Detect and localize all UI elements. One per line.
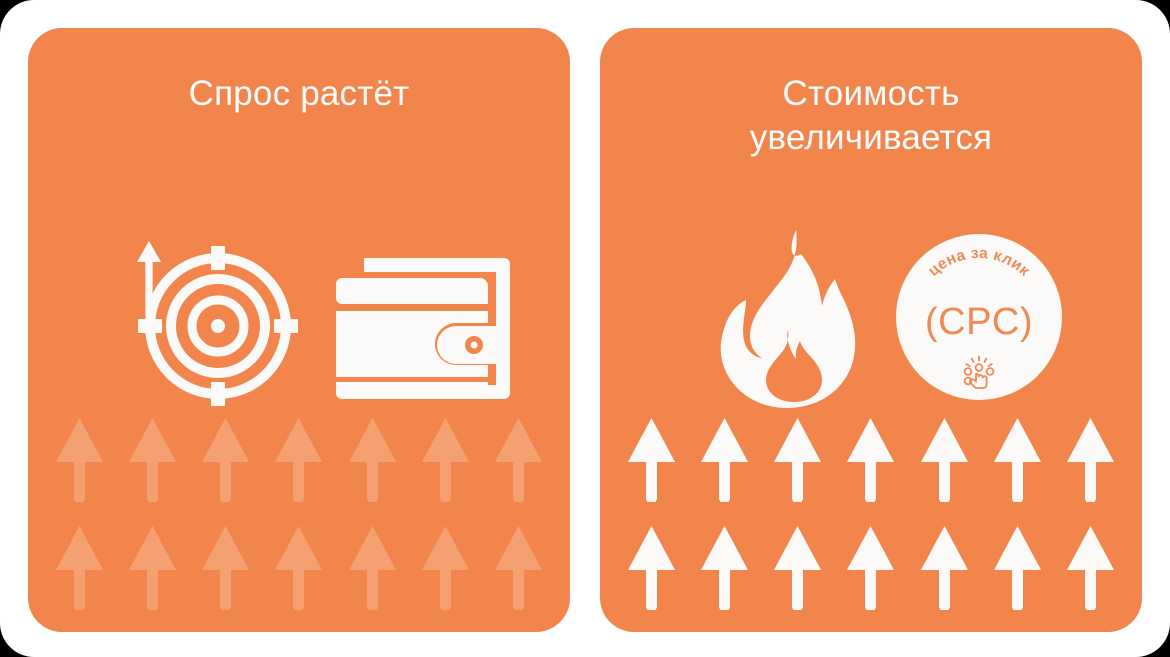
up-arrow-icon	[348, 526, 396, 610]
target-group	[110, 232, 320, 407]
card-demand: Спрос растёт	[28, 28, 570, 632]
arrow-row	[42, 526, 556, 610]
card-cost-icons: цена за клик (CPC)	[600, 224, 1142, 414]
up-arrow-icon	[701, 526, 749, 610]
up-arrow-icon	[847, 418, 895, 502]
cpc-main-label: (CPC)	[924, 301, 1034, 343]
flame-icon	[720, 230, 856, 408]
wallet-icon	[336, 258, 510, 399]
card-cost-title: Стоимость увеличивается	[749, 74, 993, 157]
up-arrow-icon	[920, 526, 968, 610]
up-arrow-icon	[1066, 418, 1114, 502]
up-arrow-icon	[202, 526, 250, 610]
up-arrow-icon	[993, 526, 1041, 610]
up-arrow-icon	[774, 526, 822, 610]
card-container: Спрос растёт	[28, 28, 1142, 632]
target-icon	[138, 246, 298, 406]
svg-text:цена за клик: цена за клик	[925, 245, 1033, 280]
card-cost: Стоимость увеличивается цена за	[600, 28, 1142, 632]
up-arrow-icon	[202, 418, 250, 502]
up-arrow-icon	[275, 418, 323, 502]
up-arrow-icon	[920, 418, 968, 502]
up-arrow-icon	[774, 418, 822, 502]
arrow-row	[614, 418, 1128, 502]
up-arrow-icon	[847, 526, 895, 610]
up-arrow-icon	[628, 526, 675, 610]
up-arrow-icon	[628, 418, 675, 502]
cpc-arc-label: цена за клик	[925, 245, 1033, 280]
cpc-arc-text: цена за клик	[925, 245, 1033, 280]
up-arrow-icon	[421, 526, 469, 610]
up-arrow-icon	[275, 526, 323, 610]
up-arrow-icon	[137, 241, 161, 316]
up-arrow-icon	[129, 526, 177, 610]
card-demand-icons	[28, 224, 570, 414]
cpc-circle	[896, 234, 1062, 400]
up-arrow-icon	[421, 418, 469, 502]
cost-arrow-grid	[600, 418, 1142, 632]
up-arrow-icon	[494, 526, 542, 610]
up-arrow-icon	[56, 526, 103, 610]
up-arrow-icon	[56, 418, 103, 502]
arrow-row	[42, 418, 556, 502]
up-arrow-icon	[494, 418, 542, 502]
up-arrow-icon	[1066, 526, 1114, 610]
up-arrow-icon	[993, 418, 1041, 502]
up-arrow-icon	[348, 418, 396, 502]
card-demand-title: Спрос растёт	[188, 74, 410, 113]
up-arrow-icon	[701, 418, 749, 502]
tap-click-icon	[963, 355, 995, 389]
demand-arrow-grid	[28, 418, 570, 632]
arrow-row	[614, 526, 1128, 610]
cpc-badge: цена за клик (CPC)	[896, 234, 1062, 400]
up-arrow-icon	[129, 418, 177, 502]
